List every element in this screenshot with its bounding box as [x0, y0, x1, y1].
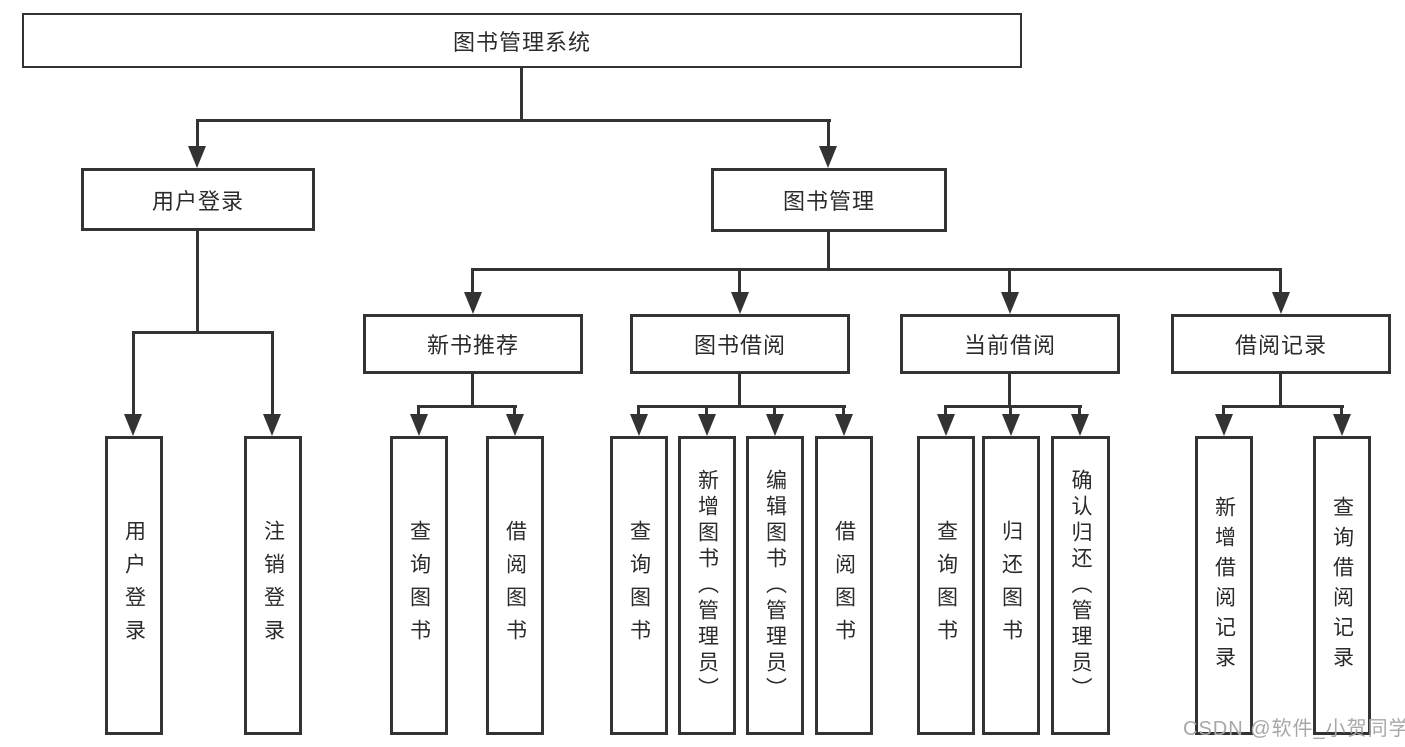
- connector-line: [471, 268, 1282, 271]
- leaf-node-label: 用户登录: [122, 519, 146, 652]
- arrowhead-down-icon: [1272, 292, 1290, 314]
- branch-node-user-login: 用户登录: [81, 168, 315, 231]
- arrowhead-down-icon: [410, 414, 428, 436]
- connector-line: [1008, 374, 1011, 408]
- connector-line: [132, 331, 274, 334]
- leaf-node-return-books: 归还图书: [982, 436, 1040, 735]
- connector-line: [1222, 405, 1344, 408]
- leaf-node-label: 查询图书: [627, 519, 651, 652]
- connector-line: [1009, 405, 1012, 417]
- arrowhead-down-icon: [1071, 414, 1089, 436]
- arrowhead-down-icon: [731, 292, 749, 314]
- arrowhead-down-icon: [698, 414, 716, 436]
- connector-line: [417, 405, 517, 408]
- connector-line: [842, 405, 845, 417]
- leaf-node-label: 查询借阅记录: [1330, 495, 1354, 676]
- module-node-current-borrowing: 当前借阅: [900, 314, 1120, 374]
- connector-line: [196, 119, 199, 150]
- module-node-label: 新书推荐: [426, 333, 519, 358]
- leaf-node-borrow-books: 借阅图书: [815, 436, 873, 735]
- connector-line: [513, 405, 516, 417]
- arrowhead-down-icon: [1333, 414, 1351, 436]
- leaf-node-label: 新增借阅记录: [1212, 495, 1236, 676]
- branch-node-label: 图书管理: [782, 189, 875, 214]
- arrowhead-down-icon: [937, 414, 955, 436]
- leaf-node-label: 编辑图书（管理员）: [763, 468, 787, 703]
- leaf-node-borrow-books-newbooks: 借阅图书: [486, 436, 544, 735]
- leaf-node-logout: 注销登录: [244, 436, 302, 735]
- connector-line: [944, 405, 1082, 408]
- csdn-watermark: CSDN @软件_小贺同学: [1183, 718, 1405, 740]
- connector-line: [196, 231, 199, 334]
- arrowhead-down-icon: [1002, 414, 1020, 436]
- module-node-label: 借阅记录: [1234, 333, 1327, 358]
- arrowhead-down-icon: [766, 414, 784, 436]
- leaf-node-confirm-return-admin: 确认归还（管理员）: [1051, 436, 1110, 735]
- connector-line: [1279, 374, 1282, 408]
- module-node-book-borrowing: 图书借阅: [630, 314, 850, 374]
- connector-line: [773, 405, 776, 417]
- connector-line: [637, 405, 640, 417]
- arrowhead-down-icon: [1215, 414, 1233, 436]
- connector-line: [637, 405, 846, 408]
- leaf-node-label: 新增图书（管理员）: [695, 468, 719, 703]
- leaf-node-edit-books-admin: 编辑图书（管理员）: [746, 436, 804, 735]
- connector-line: [1279, 268, 1282, 294]
- connector-line: [471, 374, 474, 408]
- connector-line: [738, 268, 741, 294]
- branch-node-book-management: 图书管理: [711, 168, 947, 232]
- arrowhead-down-icon: [506, 414, 524, 436]
- arrowhead-down-icon: [1001, 292, 1019, 314]
- leaf-node-label: 借阅图书: [503, 519, 527, 652]
- leaf-node-query-books-newbooks: 查询图书: [390, 436, 448, 735]
- connector-line: [944, 405, 947, 417]
- leaf-node-label: 确认归还（管理员）: [1069, 468, 1092, 703]
- connector-line: [1340, 405, 1343, 417]
- arrowhead-down-icon: [464, 292, 482, 314]
- connector-line: [827, 119, 830, 150]
- arrowhead-down-icon: [819, 146, 837, 168]
- arrowhead-down-icon: [835, 414, 853, 436]
- arrowhead-down-icon: [630, 414, 648, 436]
- connector-line: [738, 374, 741, 408]
- connector-line: [1078, 405, 1081, 417]
- module-node-label: 图书借阅: [693, 333, 786, 358]
- arrowhead-down-icon: [124, 414, 142, 436]
- connector-line: [271, 331, 274, 416]
- leaf-node-label: 归还图书: [999, 519, 1023, 652]
- connector-line: [520, 68, 523, 120]
- connector-line: [132, 331, 135, 416]
- connector-line: [705, 405, 708, 417]
- module-node-label: 当前借阅: [963, 333, 1056, 358]
- leaf-node-user-login: 用户登录: [105, 436, 163, 735]
- leaf-node-add-books-admin: 新增图书（管理员）: [678, 436, 736, 735]
- connector-line: [417, 405, 420, 417]
- leaf-node-add-borrow-record: 新增借阅记录: [1195, 436, 1253, 735]
- module-node-borrowing-records: 借阅记录: [1171, 314, 1391, 374]
- connector-line: [1008, 268, 1011, 294]
- leaf-node-query-borrow-record: 查询借阅记录: [1313, 436, 1371, 735]
- connector-line: [471, 268, 474, 294]
- arrowhead-down-icon: [188, 146, 206, 168]
- connector-line: [196, 119, 831, 122]
- root-node-label: 图书管理系统: [452, 29, 591, 55]
- leaf-node-label: 借阅图书: [832, 519, 856, 652]
- leaf-node-query-books-current: 查询图书: [917, 436, 975, 735]
- leaf-node-query-books-borrowing: 查询图书: [610, 436, 668, 735]
- connector-line: [827, 232, 830, 271]
- leaf-node-label: 注销登录: [261, 519, 285, 652]
- leaf-node-label: 查询图书: [934, 519, 958, 652]
- arrowhead-down-icon: [263, 414, 281, 436]
- module-node-new-books: 新书推荐: [363, 314, 583, 374]
- branch-node-label: 用户登录: [151, 188, 244, 214]
- root-node-library-system: 图书管理系统: [22, 13, 1022, 68]
- leaf-node-label: 查询图书: [407, 519, 431, 652]
- connector-line: [1222, 405, 1225, 417]
